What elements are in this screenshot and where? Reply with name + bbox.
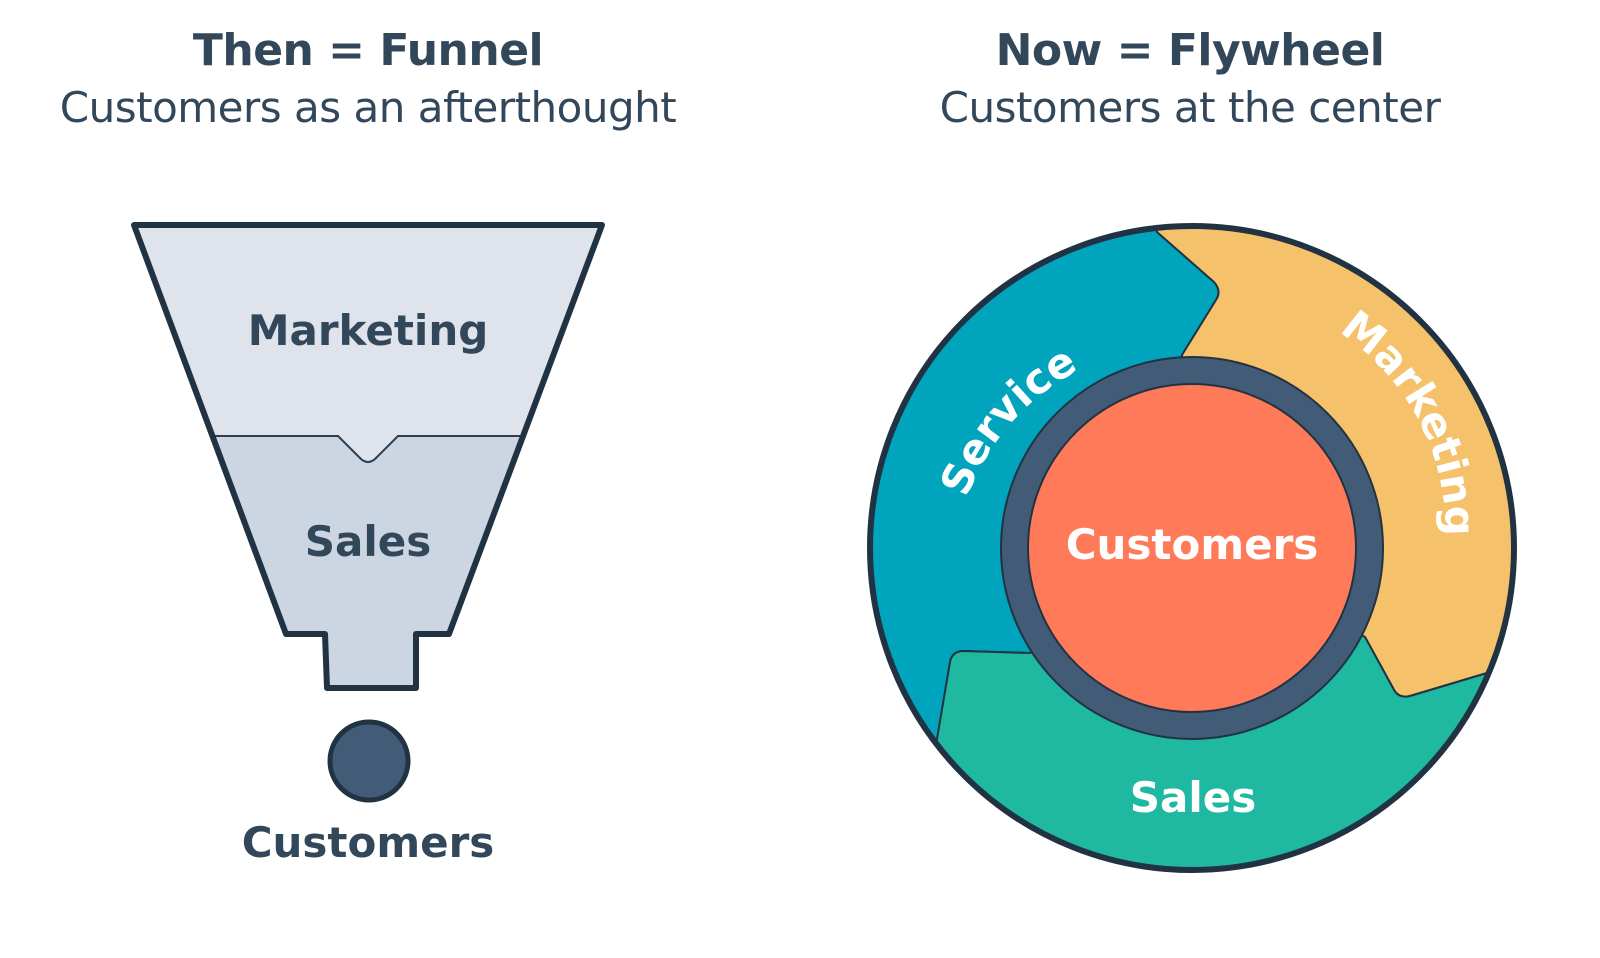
funnel-label-customers: Customers bbox=[242, 818, 495, 867]
customer-dot-icon bbox=[327, 719, 411, 803]
funnel-stage-sales bbox=[214, 436, 520, 688]
flywheel-subtitle: Customers at the center bbox=[939, 83, 1441, 132]
flywheel-heading: Now = Flywheel Customers at the center bbox=[880, 22, 1500, 136]
funnel-outline bbox=[131, 222, 605, 691]
funnel: Marketing Sales Customers bbox=[131, 222, 605, 867]
flywheel-center bbox=[1027, 383, 1357, 713]
flywheel-label-customers: Customers bbox=[1066, 520, 1319, 569]
flywheel-label-sales: Sales bbox=[1130, 773, 1256, 822]
funnel-title: Then = Funnel bbox=[192, 25, 544, 76]
funnel-subtitle: Customers as an afterthought bbox=[59, 83, 677, 132]
funnel-label-sales: Sales bbox=[305, 517, 431, 566]
funnel-stage-marketing bbox=[134, 225, 602, 462]
flywheel: Customers Sales Service Marketing bbox=[867, 223, 1517, 873]
funnel-label-marketing: Marketing bbox=[248, 306, 489, 355]
flywheel-outline bbox=[867, 223, 1517, 873]
funnel-heading: Then = Funnel Customers as an afterthoug… bbox=[18, 22, 718, 136]
funnel-divider bbox=[214, 435, 520, 463]
flywheel-title: Now = Flywheel bbox=[995, 25, 1385, 76]
